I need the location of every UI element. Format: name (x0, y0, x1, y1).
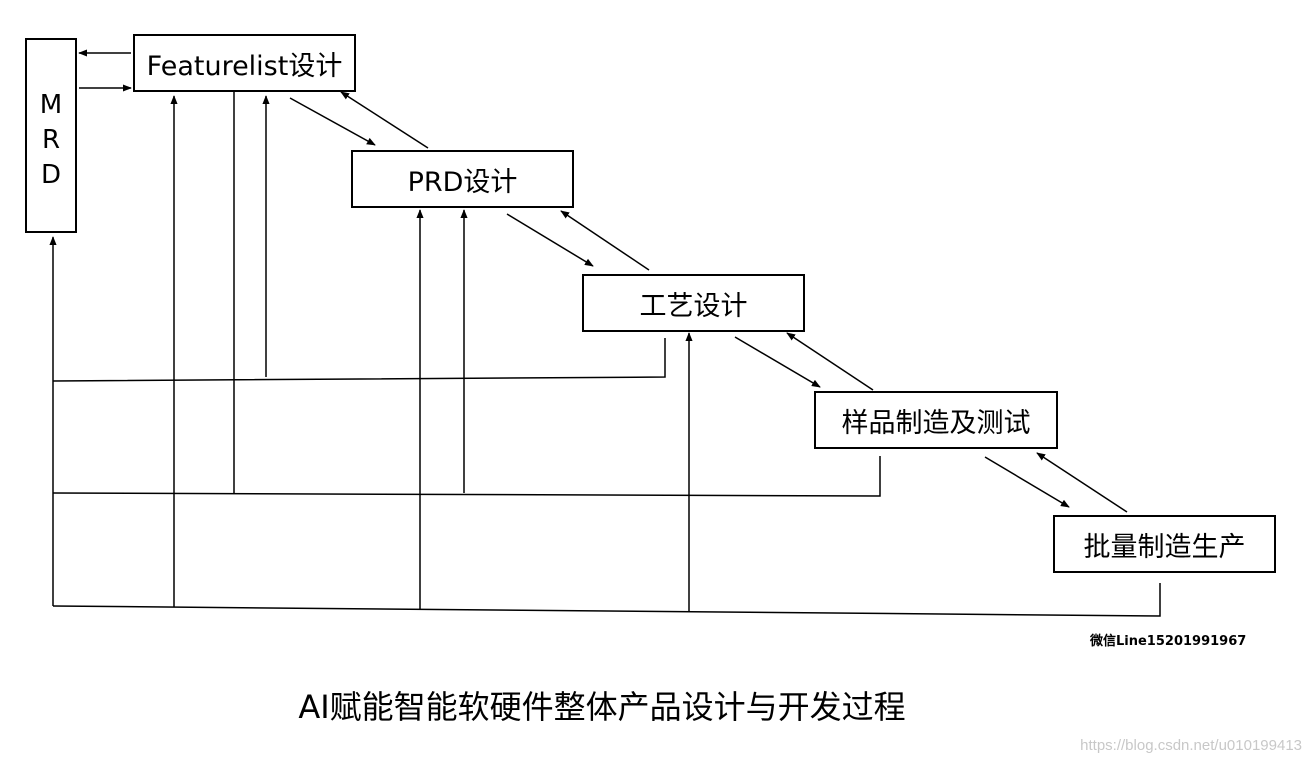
prd-design-label: PRD设计 (407, 166, 518, 198)
author-contact-watermark: 微信Line15201991967 (1090, 634, 1247, 649)
prd-design-box: PRD设计 (351, 150, 574, 208)
arrow-prd-to-feature (340, 91, 429, 149)
url-watermark: https://blog.csdn.net/u010199413 (1080, 737, 1302, 754)
mrd-box: M R D (25, 38, 77, 233)
feedback-line-craft (52, 338, 666, 382)
arrow-feature-to-prd (289, 97, 376, 146)
featurelist-design-box: Featurelist设计 (133, 34, 356, 92)
craft-design-label: 工艺设计 (639, 290, 748, 322)
arrow-sample-to-mass (984, 456, 1070, 508)
craft-design-box: 工艺设计 (582, 274, 805, 332)
arrow-sample-to-craft (786, 332, 874, 391)
mrd-letter-d: D (40, 160, 62, 190)
feedback-line-mass (52, 583, 1161, 617)
mrd-letter-m: M (39, 90, 63, 120)
mass-production-label: 批量制造生产 (1083, 531, 1246, 563)
arrow-mass-to-sample (1036, 452, 1128, 513)
mass-production-box: 批量制造生产 (1053, 515, 1276, 573)
feedback-line-sample (52, 456, 881, 497)
arrow-craft-to-prd (560, 210, 650, 271)
mrd-letter-r: R (41, 125, 61, 155)
arrow-prd-to-craft (506, 213, 594, 267)
sample-manufacturing-testing-box: 样品制造及测试 (814, 391, 1058, 449)
arrow-craft-to-sample (734, 336, 821, 388)
diagram-caption: AI赋能智能软硬件整体产品设计与开发过程 (298, 688, 906, 726)
sample-manufacturing-testing-label: 样品制造及测试 (841, 407, 1031, 439)
featurelist-design-label: Featurelist设计 (146, 50, 343, 82)
